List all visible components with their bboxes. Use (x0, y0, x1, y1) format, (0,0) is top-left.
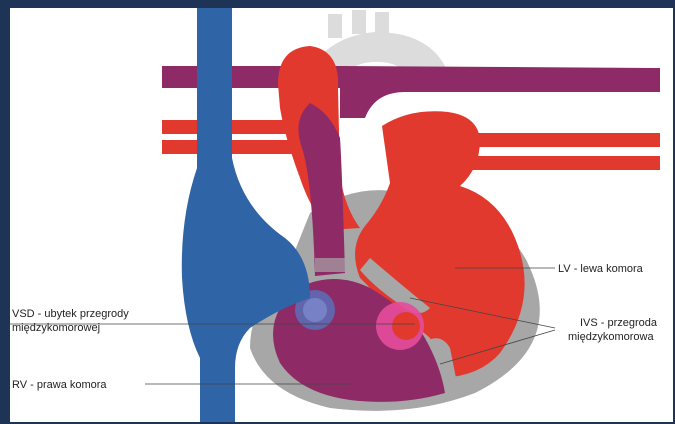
rv-label: RV - prawa komora (12, 379, 107, 391)
diagram-canvas: LV - lewa komora IVS - przegroda międzyk… (10, 8, 673, 422)
arch-branch-3 (375, 12, 389, 36)
pulmonary-vein-right-2 (465, 156, 660, 170)
vsd-label-line1: VSD - ubytek przegrody (12, 308, 129, 320)
ivs-defect-core (392, 312, 420, 340)
ivs-label-line1: IVS - przegroda (580, 317, 658, 329)
arch-branch-2 (352, 10, 366, 34)
pulmonary-vein-right-1 (462, 133, 660, 147)
pulmonary-trunk-valve (315, 258, 349, 272)
vsd-label-line2: międzykomorowej (12, 322, 100, 334)
pulmonary-artery-right-branch (340, 66, 660, 118)
vsd-defect-core (303, 298, 327, 322)
arch-branch-1 (328, 14, 342, 38)
lv-label: LV - lewa komora (558, 263, 644, 275)
heart-diagram: LV - lewa komora IVS - przegroda międzyk… (10, 8, 673, 422)
ivs-label-line2: międzykomorowa (568, 331, 654, 343)
